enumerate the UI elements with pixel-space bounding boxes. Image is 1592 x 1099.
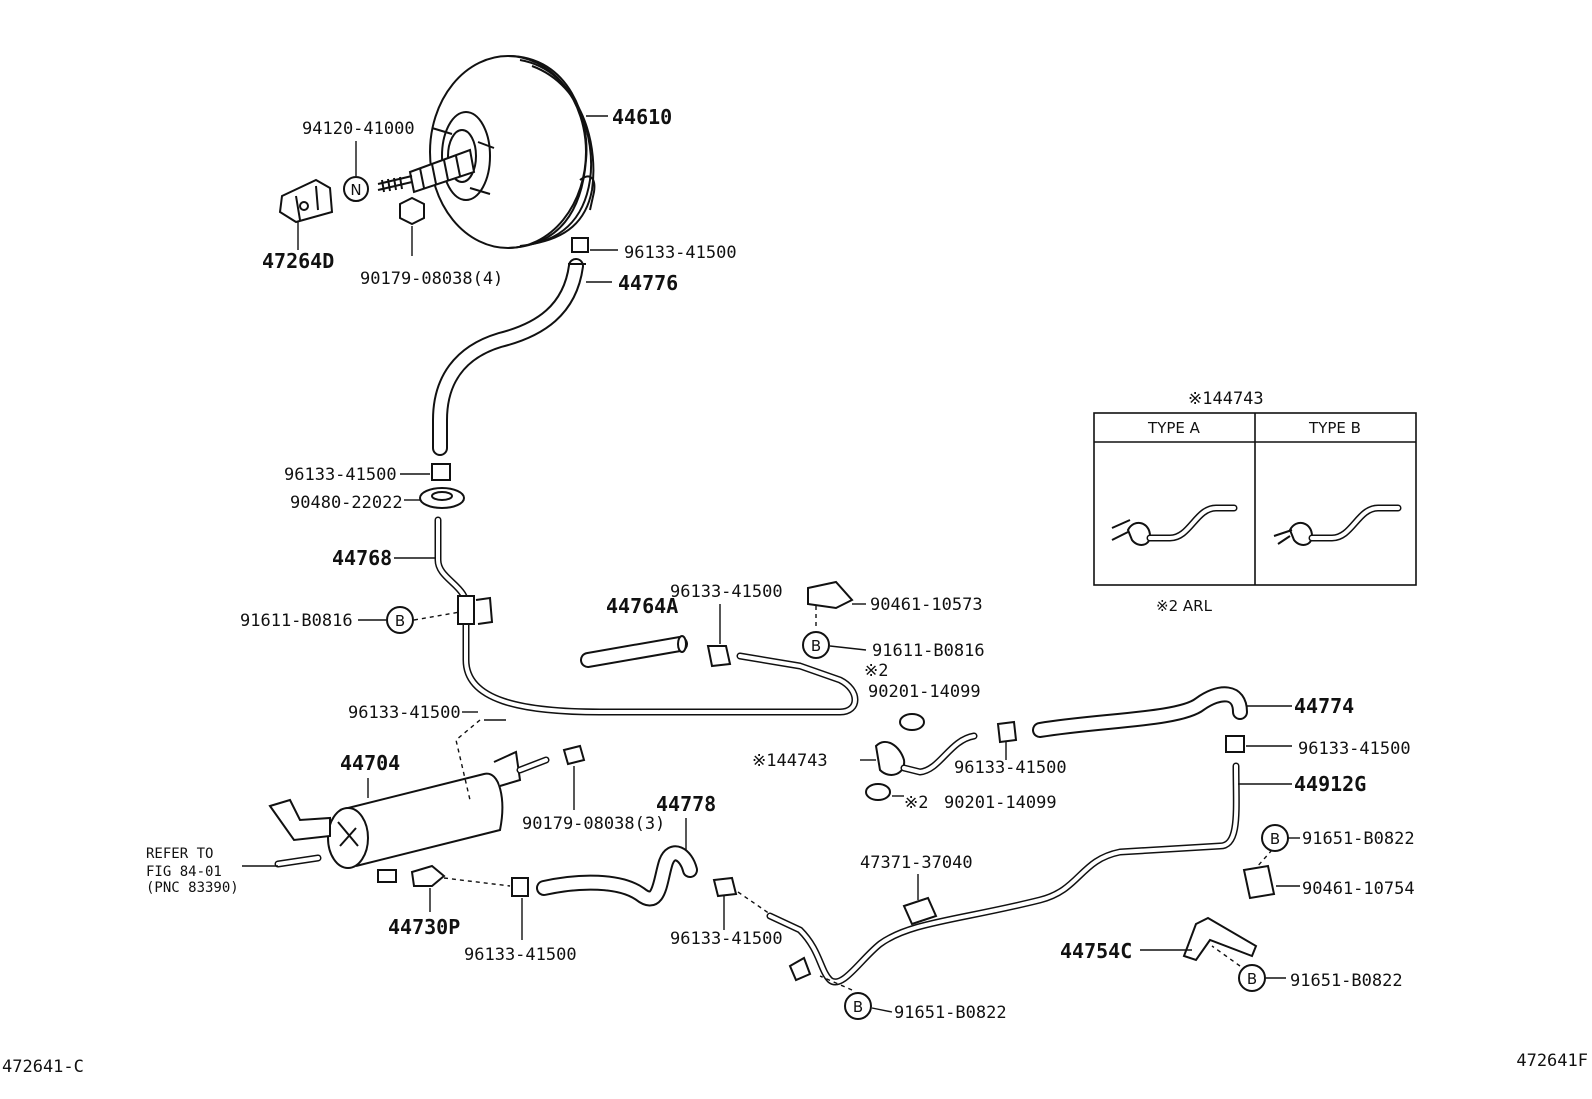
hose-44764a-drawing <box>580 580 854 668</box>
valve-44730p-drawing <box>410 864 446 887</box>
label-96133-41500: 96133-41500 <box>1298 739 1411 759</box>
valve-144743-drawing <box>865 686 1248 801</box>
inset-footnote: ※2 ARL <box>1156 597 1213 615</box>
clip-drawings <box>419 237 589 509</box>
inset-title: ※144743 <box>1188 389 1264 409</box>
inset-144743: ※144743 TYPE A TYPE B ※2 ARL <box>1093 389 1417 615</box>
b-marker-label: B <box>1247 970 1257 988</box>
b-marker: B <box>1261 824 1289 852</box>
part-labels: 44610 94120-41000 47264D 90179-08038(4) … <box>146 105 1415 1023</box>
label-mark-2: ※2 <box>864 661 888 681</box>
label-96133-41500: 96133-41500 <box>670 929 783 949</box>
label-96133-41500: 96133-41500 <box>284 465 397 485</box>
label-44912g: 44912G <box>1294 772 1366 796</box>
b-marker-label: B <box>1270 830 1280 848</box>
label-mark-2: ※2 <box>904 793 928 813</box>
brake-booster-drawing <box>377 55 596 249</box>
inset-type-a: TYPE A <box>1147 419 1201 437</box>
label-47371-37040: 47371-37040 <box>860 853 973 873</box>
label-44776: 44776 <box>618 271 678 295</box>
label-91651-b0822: 91651-B0822 <box>1302 829 1415 849</box>
label-91611-b0816: 91611-B0816 <box>240 611 353 631</box>
label-refer-to: REFER TO <box>146 846 213 862</box>
clevis-47264d-drawing <box>278 178 334 224</box>
nut-90179-4-drawing <box>399 196 425 226</box>
n-marker: N <box>343 176 369 202</box>
label-refer-pnc: (PNC 83390) <box>146 880 239 896</box>
hose-44778-drawing <box>511 845 738 907</box>
label-44730p: 44730P <box>388 915 460 939</box>
b-marker-label: B <box>811 637 821 655</box>
label-44764a: 44764A <box>606 594 678 618</box>
label-47264d: 47264D <box>262 249 334 273</box>
label-91611-b0816: 91611-B0816 <box>872 641 985 661</box>
b-marker: B <box>1238 964 1266 992</box>
label-44610: 44610 <box>612 105 672 129</box>
canister-44704-drawing <box>268 744 586 883</box>
label-90179-08038-3: 90179-08038(3) <box>522 814 665 834</box>
bracket-44754c-drawing <box>1182 864 1276 962</box>
inset-type-b: TYPE B <box>1308 419 1361 437</box>
label-96133-41500: 96133-41500 <box>954 758 1067 778</box>
label-44774: 44774 <box>1294 694 1354 718</box>
label-96133-41500: 96133-41500 <box>670 582 783 602</box>
type-a-valve-drawing <box>1111 504 1238 546</box>
footer-left-code: 472641-C <box>2 1057 84 1077</box>
label-90201-14099: 90201-14099 <box>868 682 981 702</box>
b-marker-label: B <box>395 612 405 630</box>
hose-44776-drawing <box>432 258 586 456</box>
label-96133-41500: 96133-41500 <box>464 945 577 965</box>
label-90179-08038-4: 90179-08038(4) <box>360 269 503 289</box>
label-144743: ※144743 <box>752 751 828 771</box>
label-96133-41500: 96133-41500 <box>348 703 461 723</box>
label-90461-10754: 90461-10754 <box>1302 879 1415 899</box>
n-marker-label: N <box>350 181 361 199</box>
tube-44768-drawing <box>434 516 859 716</box>
label-44768: 44768 <box>332 546 392 570</box>
b-marker: B <box>802 631 830 659</box>
label-44754c: 44754C <box>1060 939 1132 963</box>
b-marker: B <box>386 606 414 634</box>
label-91651-b0822: 91651-B0822 <box>894 1003 1007 1023</box>
footer-right-code: 472641F <box>1516 1051 1588 1071</box>
b-marker: B <box>844 992 872 1020</box>
label-44778: 44778 <box>656 792 716 816</box>
label-90461-10573: 90461-10573 <box>870 595 983 615</box>
label-94120-41000: 94120-41000 <box>302 119 415 139</box>
label-90480-22022: 90480-22022 <box>290 493 403 513</box>
leader-lines <box>242 115 1300 1013</box>
label-96133-41500: 96133-41500 <box>624 243 737 263</box>
label-44704: 44704 <box>340 751 400 775</box>
label-refer-fig: FIG 84-01 <box>146 864 222 880</box>
type-b-valve-drawing <box>1273 504 1402 546</box>
label-90201-14099: 90201-14099 <box>944 793 1057 813</box>
label-91651-b0822: 91651-B0822 <box>1290 971 1403 991</box>
b-marker-label: B <box>853 998 863 1016</box>
